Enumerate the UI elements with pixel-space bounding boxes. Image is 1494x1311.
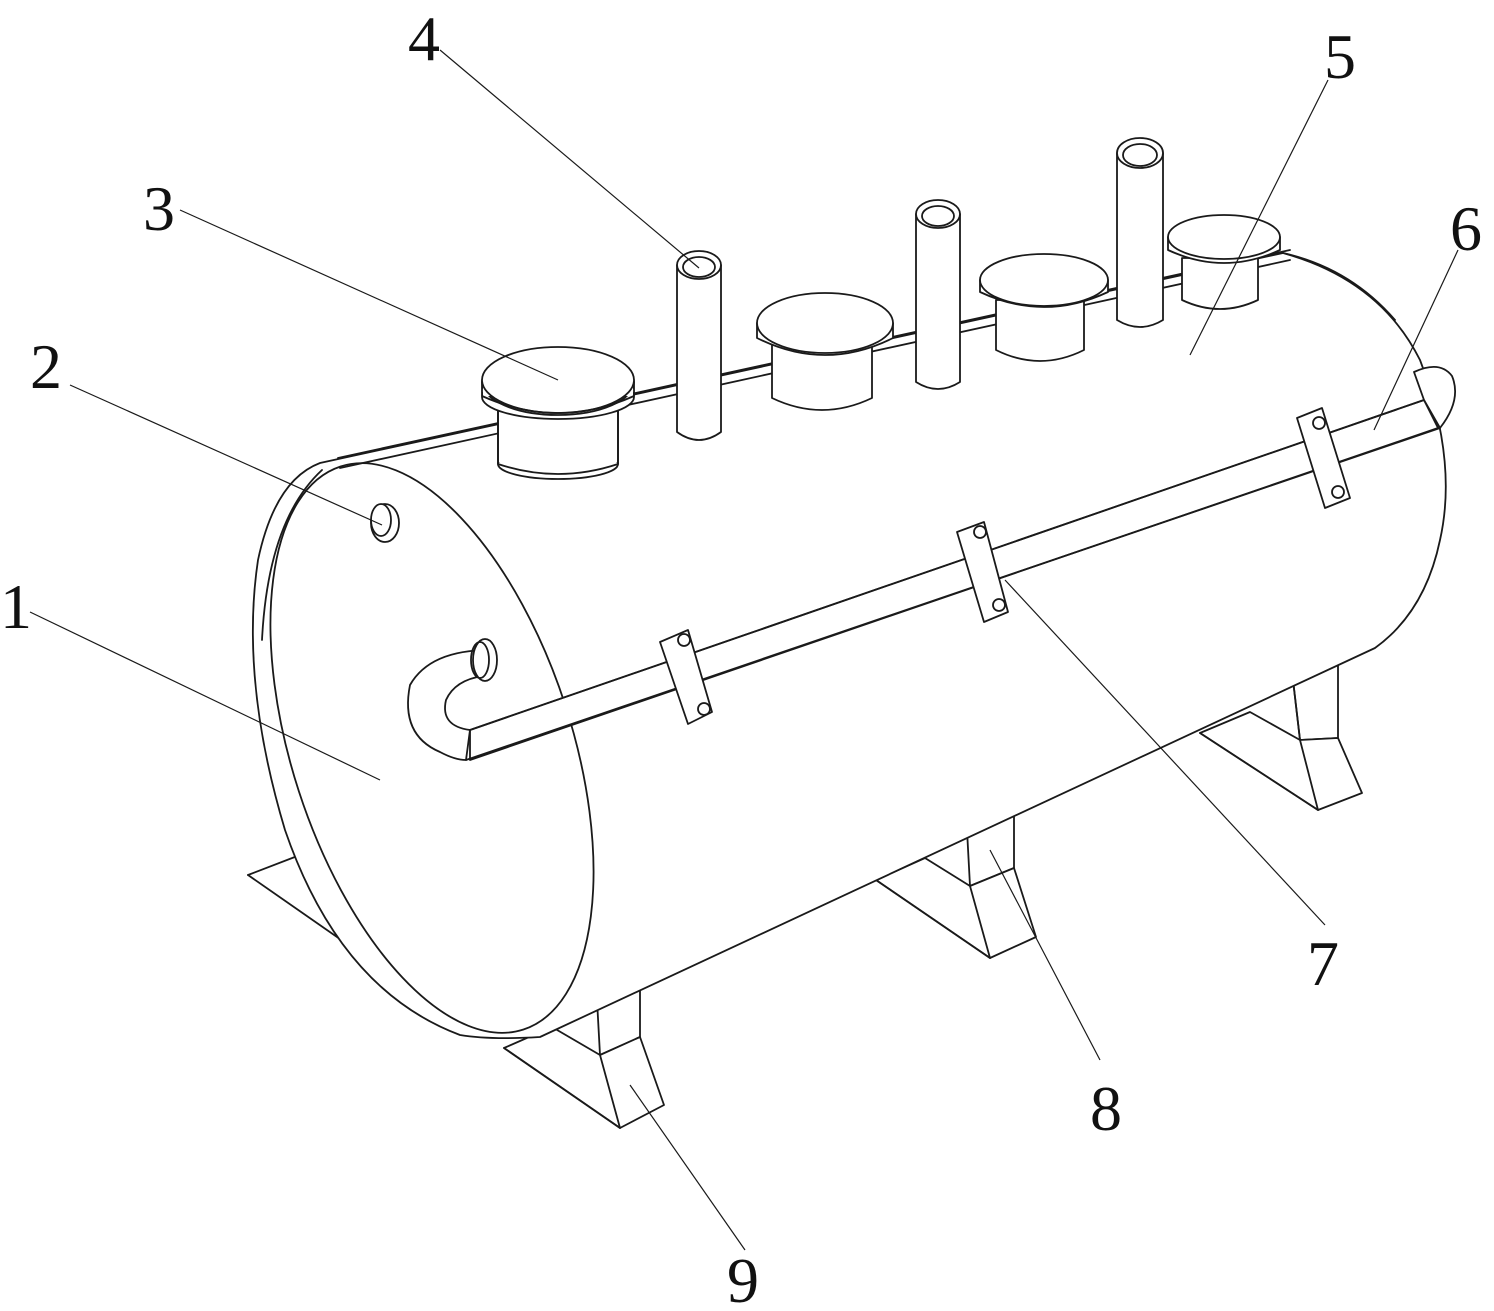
side-pipe bbox=[407, 366, 1456, 761]
label-4: 4 bbox=[408, 3, 440, 74]
leader-9 bbox=[629, 1084, 746, 1251]
leader-4 bbox=[439, 49, 700, 269]
leader-5 bbox=[1189, 79, 1329, 356]
manhole-cover-2 bbox=[756, 292, 894, 411]
leader-8 bbox=[989, 849, 1101, 1061]
vent-pipe-1 bbox=[676, 250, 722, 441]
vent-pipe-2 bbox=[915, 199, 961, 390]
support-leg-rear-right bbox=[1199, 662, 1363, 811]
label-6: 6 bbox=[1450, 193, 1482, 264]
label-7: 7 bbox=[1307, 928, 1339, 999]
manhole-cover-3 bbox=[979, 253, 1109, 362]
leader-6 bbox=[1373, 249, 1459, 431]
label-8: 8 bbox=[1090, 1073, 1122, 1144]
label-9: 9 bbox=[727, 1245, 759, 1311]
leader-2 bbox=[69, 384, 383, 526]
small-port-2 bbox=[370, 503, 400, 543]
pipe-clamp-2 bbox=[956, 521, 1009, 623]
label-5: 5 bbox=[1324, 21, 1356, 92]
label-1: 1 bbox=[0, 571, 32, 642]
callout-labels: 1 2 3 4 5 6 7 8 9 bbox=[0, 3, 1482, 1311]
manhole-cover-1 bbox=[481, 346, 635, 480]
pipe-clamp-3 bbox=[1296, 407, 1351, 509]
leader-3 bbox=[179, 209, 559, 381]
label-3: 3 bbox=[143, 173, 175, 244]
label-2: 2 bbox=[30, 331, 62, 402]
leader-lines bbox=[29, 49, 1459, 1251]
manhole-cover-4 bbox=[1167, 214, 1281, 310]
vent-pipe-3 bbox=[1116, 137, 1164, 328]
leader-1 bbox=[29, 611, 381, 781]
pipe-clamp-1 bbox=[659, 629, 713, 725]
leader-7 bbox=[1004, 579, 1326, 926]
